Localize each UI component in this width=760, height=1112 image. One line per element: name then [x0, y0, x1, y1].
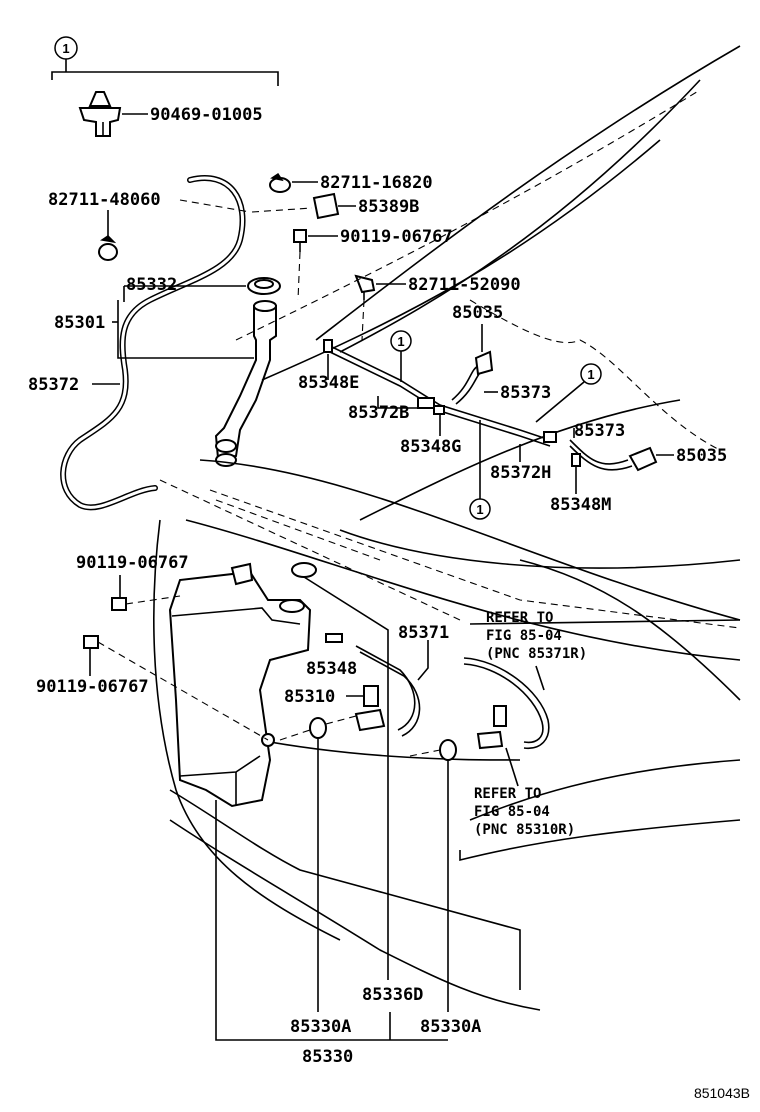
hose-clamp-icon — [269, 172, 291, 193]
joint-icon-85372B — [417, 397, 435, 409]
grommet-icon-85330A-right — [439, 739, 457, 761]
label-85330: 85330 — [302, 1047, 353, 1067]
label-90119-06767-top: 90119-06767 — [340, 227, 453, 247]
grommet-icon — [312, 192, 340, 220]
hose-right-icon — [463, 657, 550, 749]
callout-circle-1c: 1 — [469, 420, 491, 520]
label-85035-right: 85035 — [676, 446, 727, 466]
label-90469-01005: 90469-01005 — [150, 105, 263, 125]
label-85348G: 85348G — [400, 437, 461, 457]
label-85035-top: 85035 — [452, 303, 503, 323]
label-85330A-right: 85330A — [420, 1017, 481, 1037]
joint-icon-85348M — [571, 453, 581, 467]
pump-motor-icon — [354, 685, 386, 732]
pump-motor-icon-right — [476, 705, 507, 750]
nozzle-icon-top — [474, 350, 494, 376]
grommet-icon-85330A-left — [309, 717, 327, 739]
washer-tank-icon — [168, 562, 312, 808]
joint-icon-85372H — [543, 431, 557, 443]
label-85372: 85372 — [28, 375, 79, 395]
filler-cap-icon — [247, 277, 281, 295]
label-85372B: 85372B — [348, 403, 409, 423]
label-85371: 85371 — [398, 623, 449, 643]
refer-1-line3: (PNC 85371R) — [486, 646, 587, 662]
label-85348M: 85348M — [550, 495, 611, 515]
label-85301: 85301 — [54, 313, 105, 333]
label-85330A-left: 85330A — [290, 1017, 351, 1037]
hose-clamp-icon-left — [98, 235, 118, 261]
refer-2-line1: REFER TO — [474, 786, 541, 802]
label-85348E: 85348E — [298, 373, 359, 393]
label-90119-06767-low: 90119-06767 — [36, 677, 149, 697]
callout-circle-1b: 1 — [535, 363, 602, 423]
callout-number: 1 — [62, 41, 69, 56]
clip-icon — [78, 91, 122, 137]
refer-2-line3: (PNC 85310R) — [474, 822, 575, 838]
bolt-icon-top — [293, 229, 307, 252]
clip-icon-52090 — [354, 274, 376, 300]
filler-neck-icon — [214, 300, 277, 467]
joint-icon-85348 — [325, 633, 343, 643]
label-85336D: 85336D — [362, 985, 423, 1005]
grommet-icon-top-tank — [291, 562, 317, 578]
bolt-icon-low — [83, 635, 99, 649]
joint-icon-85348G — [433, 405, 445, 415]
label-85310: 85310 — [284, 687, 335, 707]
label-85332: 85332 — [126, 275, 177, 295]
bolt-icon-mid — [111, 597, 127, 611]
label-85389B: 85389B — [358, 197, 419, 217]
refer-2-line2: FIG 85-04 — [474, 804, 550, 820]
label-82711-16820: 82711-16820 — [320, 173, 433, 193]
svg-text:1: 1 — [587, 367, 594, 382]
svg-text:1: 1 — [476, 502, 483, 517]
label-85348: 85348 — [306, 659, 357, 679]
label-85373-a: 85373 — [500, 383, 551, 403]
callout-group-top: 1 — [51, 36, 279, 86]
label-82711-48060: 82711-48060 — [48, 190, 161, 210]
label-82711-52090: 82711-52090 — [408, 275, 521, 295]
refer-1-line2: FIG 85-04 — [486, 628, 562, 644]
svg-text:1: 1 — [397, 334, 404, 349]
hose-85371 — [355, 645, 421, 737]
hood-outline — [235, 45, 741, 569]
refer-1-line1: REFER TO — [486, 610, 553, 626]
figure-code: 851043B — [694, 1085, 750, 1101]
label-90119-06767-mid: 90119-06767 — [76, 553, 189, 573]
nozzle-icon-right — [628, 446, 658, 472]
hose-85372 — [60, 175, 246, 511]
callout-circle-1a: 1 — [390, 330, 412, 382]
label-85372H: 85372H — [490, 463, 551, 483]
joint-icon-85348E — [323, 339, 333, 353]
label-85373-b: 85373 — [574, 421, 625, 441]
